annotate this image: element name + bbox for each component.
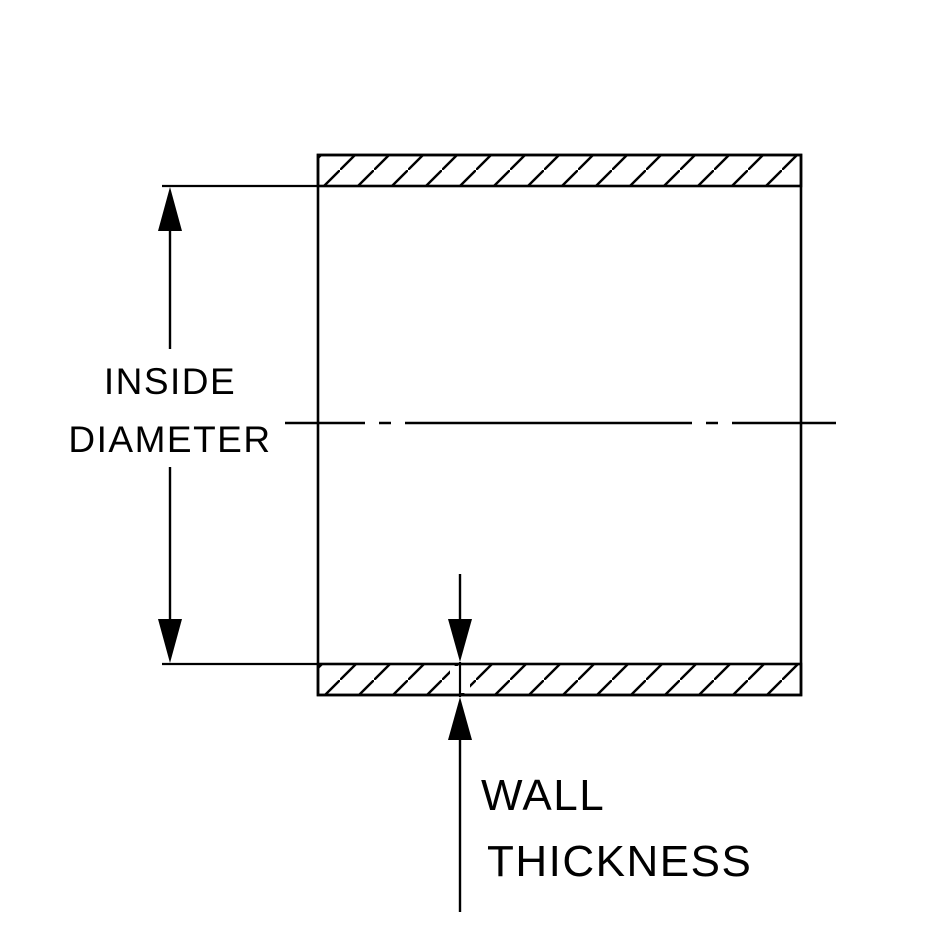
up-arrowhead-icon [158,187,182,231]
down-arrowhead-icon [448,619,472,662]
inside-diameter-label-line1: INSIDE [104,361,236,402]
up-arrowhead-icon [448,697,472,740]
tube-outline [316,153,803,697]
drawing-root [158,153,836,912]
wall-thickness-label-line1: WALL [481,771,605,820]
down-arrowhead-icon [158,619,182,663]
inside-diameter-label-line2: DIAMETER [68,419,271,460]
wall-thickness-label-line2: THICKNESS [487,837,752,886]
wall-thickness-dimension [448,574,472,912]
top-wall-hatch [316,153,803,188]
bottom-wall-hatch [316,662,803,697]
inside-diameter-dimension [158,184,318,666]
